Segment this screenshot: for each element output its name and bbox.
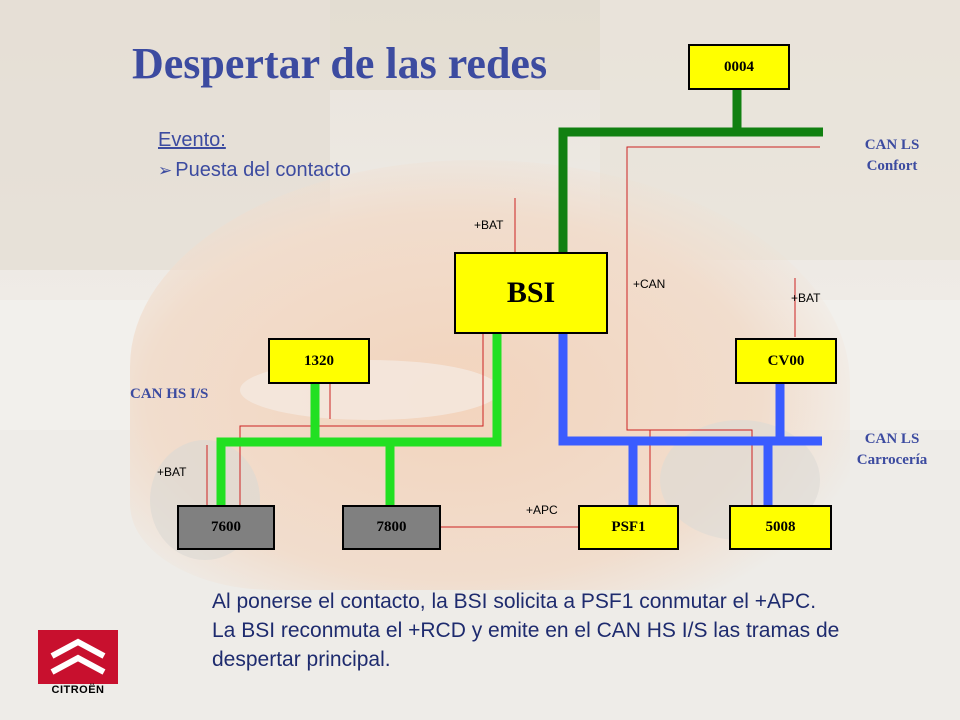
label-can-ls-carroceria-line1: CAN LS — [864, 431, 920, 447]
signal-wires — [206, 146, 820, 528]
description-line-2: La BSI reconmuta el +RCD y emite en el C… — [212, 619, 840, 642]
label-can-hs: CAN HS I/S — [130, 386, 209, 402]
label-bat-bsi: +BAT — [474, 218, 504, 232]
description-line-3: despertar principal. — [212, 648, 391, 671]
event-heading: Evento: — [158, 129, 226, 151]
module-cv00: CV00 — [735, 338, 837, 384]
label-apc: +APC — [526, 503, 558, 517]
module-7800: 7800 — [342, 505, 441, 550]
event-item: ➢Puesta del contacto — [158, 159, 351, 182]
label-bat-cv00: +BAT — [791, 291, 821, 305]
wire-bsi-7600 — [239, 332, 484, 507]
label-can-ls-confort-line2: Confort — [866, 158, 918, 174]
label-can-ls-carroceria-line2: Carrocería — [856, 452, 928, 468]
logo-text: CITROËN — [51, 684, 105, 696]
event-item-text: Puesta del contacto — [175, 159, 351, 181]
arrow-bullet-icon: ➢ — [158, 161, 173, 180]
can-hs-bus — [216, 332, 502, 507]
module-0004: 0004 — [688, 44, 790, 90]
wire-5008-can — [626, 280, 753, 507]
can-ls-confort-bus — [558, 86, 823, 254]
description-text: Al ponerse el contacto, la BSI solicita … — [212, 587, 952, 674]
description-line-1: Al ponerse el contacto, la BSI solicita … — [212, 590, 817, 613]
module-5008: 5008 — [729, 505, 832, 550]
label-bat-7600: +BAT — [157, 465, 187, 479]
module-bsi: BSI — [454, 252, 608, 334]
module-1320: 1320 — [268, 338, 370, 384]
label-can: +CAN — [633, 277, 666, 291]
page-title: Despertar de las redes — [132, 39, 548, 88]
citroen-logo-icon — [38, 630, 118, 684]
label-can-ls-confort: CAN LS Confort — [840, 135, 944, 177]
label-can-ls-confort-line1: CAN LS — [864, 137, 920, 153]
wire-can-5008 — [626, 146, 820, 280]
module-psf1: PSF1 — [578, 505, 679, 550]
can-ls-carroceria-bus — [558, 332, 822, 507]
label-can-ls-carroceria: CAN LS Carrocería — [836, 429, 948, 471]
module-7600: 7600 — [177, 505, 275, 550]
